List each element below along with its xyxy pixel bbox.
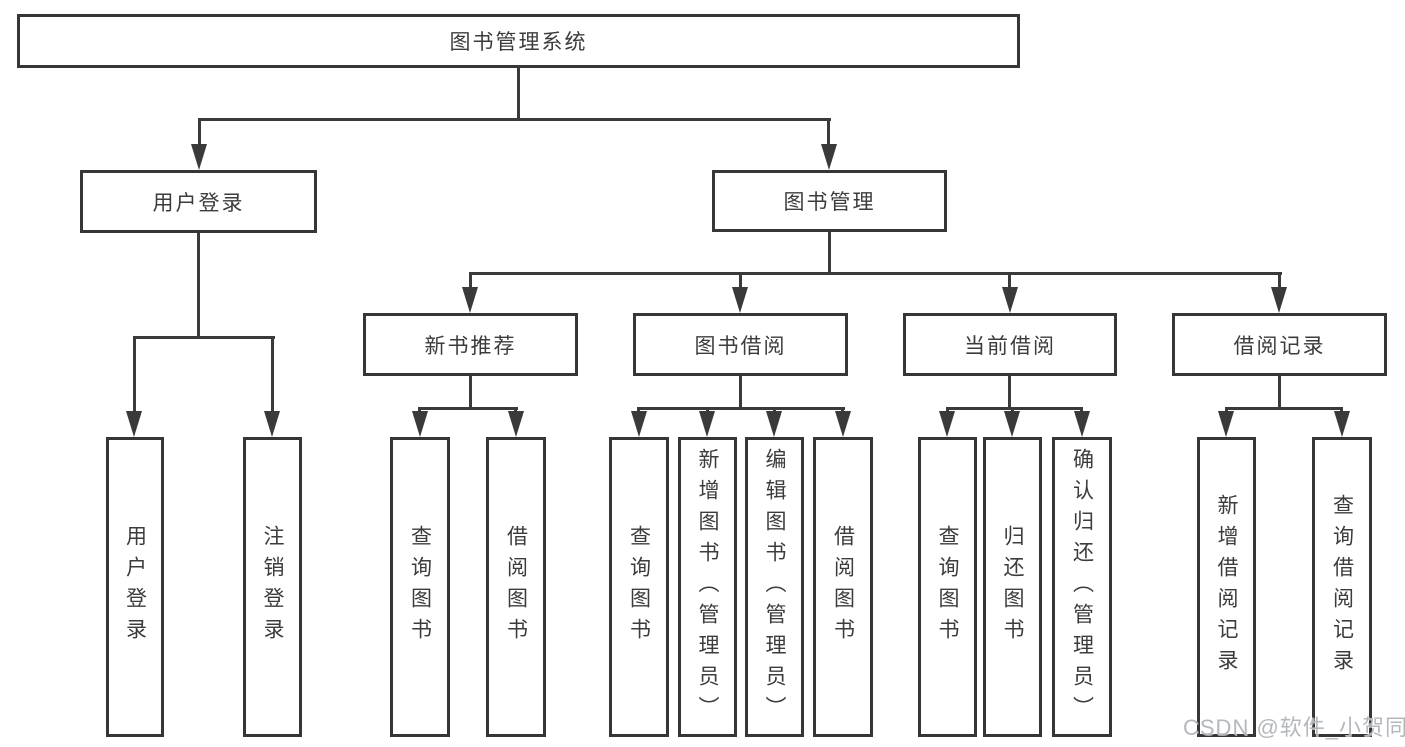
edge-root-stem [517, 68, 520, 121]
leaf-query-books-recommend-label: 查询图书 [408, 525, 432, 649]
node-borrow-records: 借阅记录 [1172, 313, 1387, 376]
edge-drop-book-management [827, 118, 830, 146]
edge-g3-stem [1008, 376, 1011, 410]
arrow-down-icon [1218, 411, 1234, 437]
arrow-down-icon [766, 411, 782, 437]
edge-g3-bus [946, 407, 1083, 410]
leaf-borrow-books-recommend: 借阅图书 [486, 437, 546, 737]
node-user-login-label: 用户登录 [152, 191, 245, 215]
arrow-down-icon [462, 287, 478, 313]
edge-book-management-bus [469, 272, 1282, 275]
edge-g1-drop2 [514, 407, 517, 413]
edge-g2-drop3 [773, 407, 776, 413]
leaf-user-login: 用户登录 [106, 437, 164, 737]
leaf-query-books-current-label: 查询图书 [936, 525, 959, 649]
node-book-borrow: 图书借阅 [633, 313, 848, 376]
leaf-add-borrow-record-label: 新增借阅记录 [1215, 494, 1238, 680]
edge-drop-book-borrow [739, 272, 742, 289]
arrow-down-icon [939, 411, 955, 437]
node-root: 图书管理系统 [17, 14, 1020, 68]
leaf-query-books-recommend: 查询图书 [390, 437, 450, 737]
edge-g1-stem [469, 376, 472, 410]
edge-g3-drop1 [946, 407, 949, 413]
edge-g3-drop3 [1080, 407, 1083, 413]
node-new-book-recommend: 新书推荐 [363, 313, 578, 376]
leaf-query-books-borrow: 查询图书 [609, 437, 669, 737]
node-current-borrow: 当前借阅 [903, 313, 1117, 376]
edge-g2-stem [739, 376, 742, 410]
leaf-query-books-borrow-label: 查询图书 [627, 525, 651, 649]
edge-g4-drop1 [1225, 407, 1228, 413]
edge-user-login-stem [197, 233, 200, 339]
arrow-down-icon [1004, 411, 1020, 437]
leaf-borrow-books-label: 借阅图书 [831, 525, 855, 649]
edge-drop-current-borrow [1008, 272, 1011, 289]
edge-g4-drop2 [1340, 407, 1343, 413]
leaf-logout: 注销登录 [243, 437, 302, 737]
edge-g2-drop4 [841, 407, 844, 413]
arrow-down-icon [821, 144, 837, 170]
edge-root-bus [198, 118, 831, 121]
arrow-down-icon [835, 411, 851, 437]
edge-g1-drop1 [418, 407, 421, 413]
edge-g1-bus [418, 407, 518, 410]
edge-g2-drop1 [637, 407, 640, 413]
arrow-down-icon [1074, 411, 1090, 437]
arrow-down-icon [264, 411, 280, 437]
leaf-query-books-current: 查询图书 [918, 437, 977, 737]
edge-user-login-bus [133, 336, 275, 339]
node-book-management: 图书管理 [712, 170, 947, 232]
leaf-borrow-books: 借阅图书 [813, 437, 873, 737]
node-borrow-records-label: 借阅记录 [1233, 334, 1326, 358]
node-new-book-recommend-label: 新书推荐 [424, 334, 517, 358]
leaf-add-book-admin-label: 新增图书（管理员） [696, 447, 719, 727]
arrow-down-icon [126, 411, 142, 437]
leaf-add-book-admin: 新增图书（管理员） [678, 437, 737, 737]
leaf-borrow-books-recommend-label: 借阅图书 [504, 525, 528, 649]
arrow-down-icon [1002, 287, 1018, 313]
leaf-confirm-return-admin-label: 确认归还（管理员） [1070, 447, 1094, 727]
leaf-return-books-label: 归还图书 [1001, 525, 1024, 649]
leaf-edit-book-admin: 编辑图书（管理员） [745, 437, 804, 737]
node-book-borrow-label: 图书借阅 [694, 334, 787, 358]
node-book-management-label: 图书管理 [783, 191, 876, 214]
edge-book-management-stem [828, 232, 831, 275]
arrow-down-icon [631, 411, 647, 437]
edge-drop-user-login [198, 118, 201, 146]
edge-drop-borrow-records [1278, 272, 1281, 289]
leaf-user-login-label: 用户登录 [123, 525, 147, 649]
edge-g3-drop2 [1011, 407, 1014, 413]
leaf-add-borrow-record: 新增借阅记录 [1197, 437, 1256, 737]
edge-g4-stem [1278, 376, 1281, 410]
arrow-down-icon [508, 411, 524, 437]
arrow-down-icon [732, 287, 748, 313]
leaf-query-borrow-record: 查询借阅记录 [1312, 437, 1372, 737]
edge-g4-bus [1225, 407, 1343, 410]
edge-g2-drop2 [706, 407, 709, 413]
edge-drop-new-book [469, 272, 472, 289]
node-current-borrow-label: 当前借阅 [964, 334, 1056, 358]
leaf-logout-label: 注销登录 [261, 525, 284, 649]
arrow-down-icon [412, 411, 428, 437]
arrow-down-icon [1334, 411, 1350, 437]
node-user-login: 用户登录 [80, 170, 317, 233]
leaf-return-books: 归还图书 [983, 437, 1042, 737]
node-root-label: 图书管理系统 [449, 31, 588, 54]
edge-g2-bus [637, 407, 845, 410]
watermark: CSDN @软件_小贺同学 [1183, 715, 1405, 740]
leaf-query-borrow-record-label: 查询借阅记录 [1330, 494, 1354, 680]
leaf-edit-book-admin-label: 编辑图书（管理员） [763, 447, 786, 727]
arrow-down-icon [191, 144, 207, 170]
arrow-down-icon [1271, 287, 1287, 313]
edge-drop-logout-leaf [271, 336, 274, 413]
leaf-confirm-return-admin: 确认归还（管理员） [1052, 437, 1112, 737]
edge-drop-login-leaf [133, 336, 136, 413]
arrow-down-icon [699, 411, 715, 437]
